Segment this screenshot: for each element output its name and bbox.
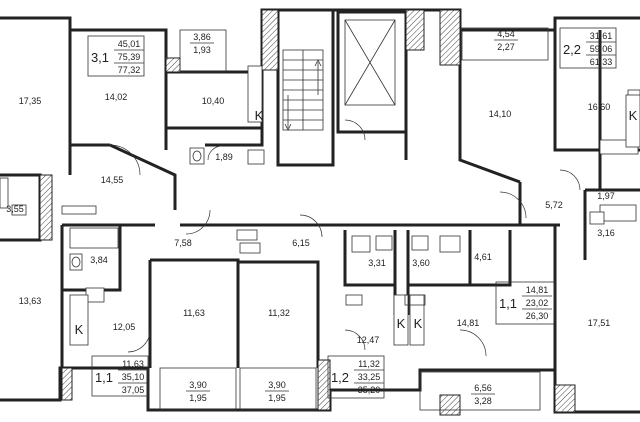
room-area-label: 3,84 xyxy=(90,255,108,265)
hatched-walls xyxy=(39,9,576,416)
apartment-area-line: 35,20 xyxy=(358,385,381,395)
room-area-label: 1,89 xyxy=(215,152,233,162)
room-area-label: 7,58 xyxy=(174,238,192,248)
balcony-area-bottom: 1,95 xyxy=(189,393,207,403)
room-area-label: 1,97 xyxy=(597,191,615,201)
apartment-area-line: 35,10 xyxy=(122,372,145,382)
room-area-label: 14,81 xyxy=(457,318,480,328)
apartment-labels: 3,1 45,01 75,39 77,32 2,2 31,61 59,06 61… xyxy=(91,31,616,395)
room-area-label: 14,02 xyxy=(105,92,128,102)
room-area-label: 3,31 xyxy=(368,258,386,268)
room-area-label: 3,55 xyxy=(6,204,24,214)
room-area-label: 12,05 xyxy=(113,322,136,332)
kitchen-counters xyxy=(69,65,640,346)
apartment-area-line: 33,25 xyxy=(358,372,381,382)
apartment-code: 3,1 xyxy=(91,50,109,65)
vent-grilles xyxy=(61,205,426,306)
apartment-area-line: 11,63 xyxy=(122,359,144,369)
fixtures xyxy=(0,89,640,303)
elevator-shaft xyxy=(344,19,396,106)
room-area-label: 14,10 xyxy=(489,109,512,119)
balcony-area-top: 6,56 xyxy=(474,383,492,393)
balcony-area-bottom: 2,27 xyxy=(497,42,515,52)
balcony-labels: 3,86 1,93 4,54 2,27 3,90 1,95 3,90 1,95 … xyxy=(186,29,518,406)
room-area-label: 3,60 xyxy=(412,258,430,268)
kitchen-mark: K xyxy=(255,108,264,123)
room-area-label: 11,63 xyxy=(183,308,205,318)
room-area-label: 17,51 xyxy=(588,318,611,328)
kitchen-labels: K K K K K xyxy=(75,108,638,337)
balcony-area-bottom: 1,95 xyxy=(268,393,286,403)
room-area-label: 10,40 xyxy=(202,96,225,106)
apartment-area-line: 45,01 xyxy=(118,39,141,49)
kitchen-mark: K xyxy=(629,108,638,123)
kitchen-mark: K xyxy=(75,322,84,337)
room-area-label: 16,60 xyxy=(588,102,611,112)
apartment-area-line: 31,61 xyxy=(590,31,613,41)
room-area-label: 17,35 xyxy=(19,96,42,106)
apartment-area-line: 61,33 xyxy=(590,57,613,67)
room-labels: 17,35 14,02 10,40 1,89 14,55 3,55 14,10 … xyxy=(6,92,615,345)
room-area-label: 12,47 xyxy=(357,335,380,345)
apartment-area-line: 77,32 xyxy=(118,65,141,75)
apartment-area-line: 75,39 xyxy=(118,52,141,62)
apartment-code: 2,2 xyxy=(563,42,581,57)
apartment-area-line: 14,81 xyxy=(526,285,549,295)
apartment-area-line: 11,32 xyxy=(358,359,380,369)
room-area-label: 3,16 xyxy=(597,228,615,238)
apartment-code: 1,1 xyxy=(499,296,517,311)
room-area-label: 14,55 xyxy=(101,175,124,185)
kitchen-mark: K xyxy=(414,316,423,331)
apartment-area-line: 26,30 xyxy=(526,311,549,321)
balcony-area-top: 3,90 xyxy=(189,380,207,390)
room-area-label: 5,72 xyxy=(545,200,563,210)
balcony-outlines xyxy=(159,27,549,411)
room-area-label: 11,32 xyxy=(268,308,290,318)
stairs xyxy=(282,49,324,131)
door-swings xyxy=(109,119,581,357)
apartment-code: 1,2 xyxy=(331,370,349,385)
balcony-area-top: 3,86 xyxy=(193,32,211,42)
room-area-label: 13,63 xyxy=(19,296,42,306)
room-area-label: 6,15 xyxy=(292,238,310,248)
room-area-label: 4,61 xyxy=(474,252,492,262)
apartment-area-line: 59,06 xyxy=(590,44,613,54)
balcony-area-top: 4,54 xyxy=(497,29,515,39)
apartment-label-boxes xyxy=(87,27,617,399)
balcony-area-top: 3,90 xyxy=(268,380,286,390)
balcony-area-bottom: 1,93 xyxy=(193,45,211,55)
balcony-area-bottom: 3,28 xyxy=(474,396,492,406)
apartment-area-line: 23,02 xyxy=(526,298,549,308)
kitchen-mark: K xyxy=(397,316,406,331)
apartment-code: 1,1 xyxy=(95,370,113,385)
apartment-area-line: 37,05 xyxy=(122,385,145,395)
